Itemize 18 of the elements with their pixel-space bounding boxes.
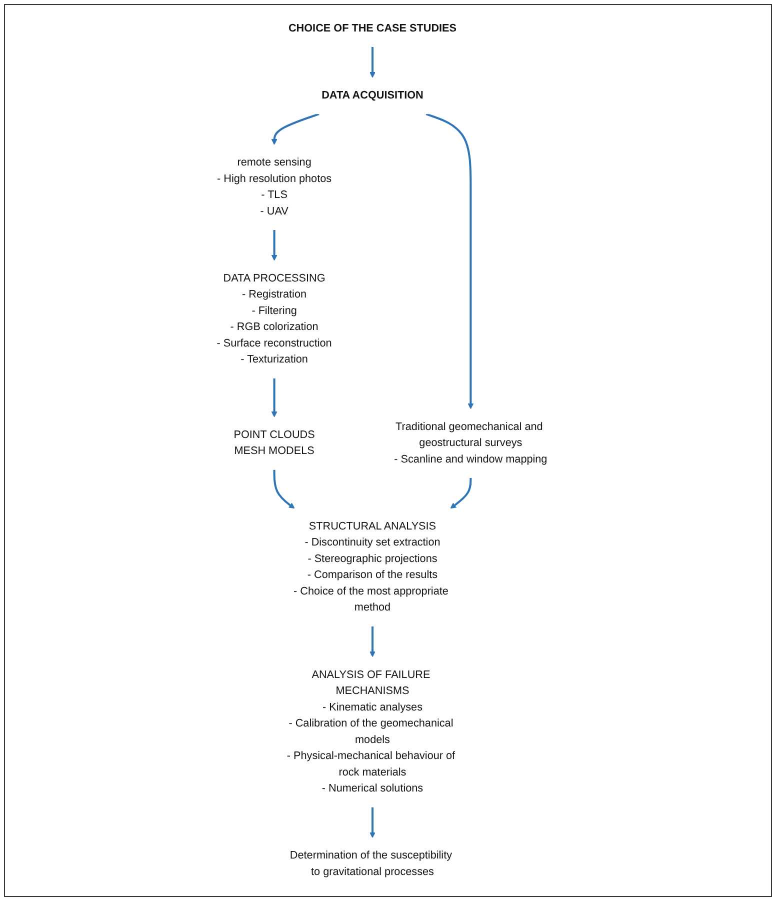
arrow (450, 478, 472, 509)
arrow (426, 113, 474, 410)
node-text: DATA ACQUISITION (322, 90, 424, 102)
node-text: remote sensing - High resolution photos - TLS - UAV (217, 156, 332, 218)
arrow (370, 626, 376, 658)
node-text: DATA PROCESSING - Registration - Filtering - RGB colorization - Surface reconstruction - Texturization (216, 272, 332, 366)
arrow (370, 807, 376, 838)
arrow (370, 47, 376, 78)
arrow (272, 378, 278, 418)
node-text: POINT CLOUDS MESH MODELS (234, 429, 316, 457)
arrow (272, 230, 278, 261)
node-text: Determination of the susceptibility to gravitational processes (290, 850, 452, 878)
node-text: CHOICE OF THE CASE STUDIES (288, 22, 457, 34)
node-text: Traditional geomechanical and geostructural surveys - Scanline and window mapping (394, 421, 548, 466)
node-text: ANALYSIS OF FAILURE MECHANISMS - Kinematic analyses - Calibration of the geomechanical models - Physical-mechanical behaviour of rock materials - Numerical solutions (287, 669, 456, 794)
arrow (272, 113, 320, 145)
node-text: STRUCTURAL ANALYSIS - Discontinuity set extraction - Stereographic projections - Comparison of the results - Choice of the most appropriate method (294, 520, 449, 614)
arrow (274, 470, 295, 509)
